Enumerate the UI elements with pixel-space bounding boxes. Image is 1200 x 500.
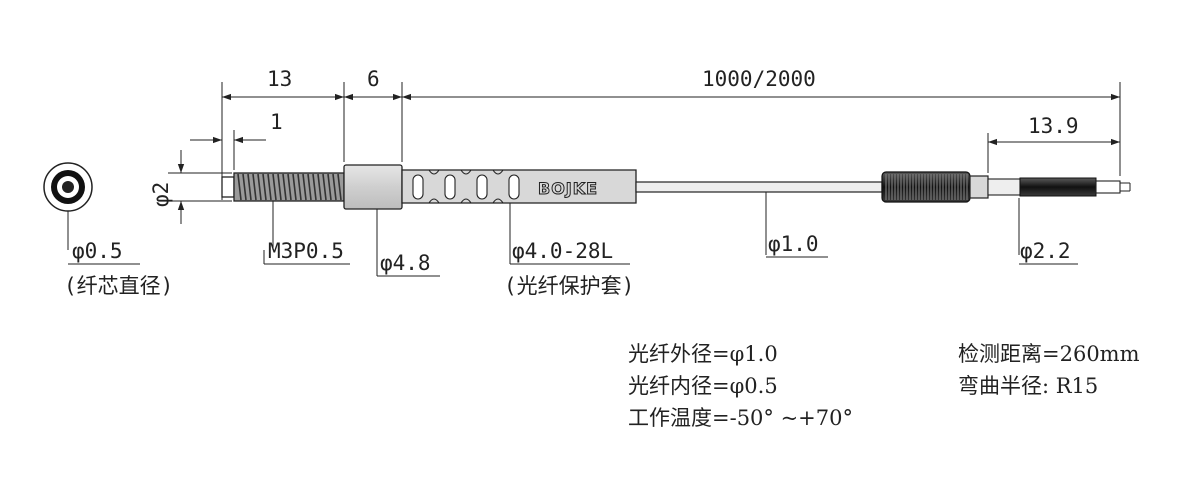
protective-jacket: BOJKE [401, 169, 637, 255]
brand-logo: BOJKE [538, 179, 598, 198]
dim-13-text: 13 [267, 67, 292, 91]
dim-1-text: 1 [270, 110, 283, 134]
core-diameter-note: (纤芯直径) [64, 274, 173, 298]
jacket-spec-label: φ4.0-28L [512, 239, 613, 263]
spec-outer-diameter: 光纤外径=φ1.0 [628, 342, 778, 366]
spec-detection-distance: 检测距离=260mm [958, 342, 1140, 366]
fiber-end-view [43, 162, 93, 250]
dim-6-text: 6 [367, 67, 380, 91]
fiber-cable [635, 181, 883, 255]
dimension-lines [177, 93, 1120, 224]
spec-bend-radius: 弯曲半径: R15 [958, 374, 1099, 398]
thread-spec-label: M3P0.5 [268, 239, 344, 263]
spec-working-temperature: 工作温度=-50° ~+70° [628, 406, 854, 430]
spec-inner-diameter: 光纤内径=φ0.5 [628, 374, 778, 398]
fiber-diameter-label: φ1.0 [768, 232, 819, 256]
end-diameter-label: φ2.2 [1020, 239, 1071, 263]
end-fitting [881, 171, 1131, 255]
core-diameter-label: φ0.5 [72, 239, 123, 263]
sleeve-diameter-label: φ4.8 [380, 251, 431, 275]
sleeve [343, 164, 403, 255]
dim-139-text: 13.9 [1028, 114, 1079, 138]
dim-1000-text: 1000/2000 [702, 67, 816, 91]
dim-phi2-text: φ2 [149, 182, 173, 207]
jacket-note: (光纤保护套) [504, 274, 634, 298]
leader-labels: φ0.5 (纤芯直径) M3P0.5 φ4.8 φ4.0-28L (光纤保护套)… [64, 232, 1078, 298]
